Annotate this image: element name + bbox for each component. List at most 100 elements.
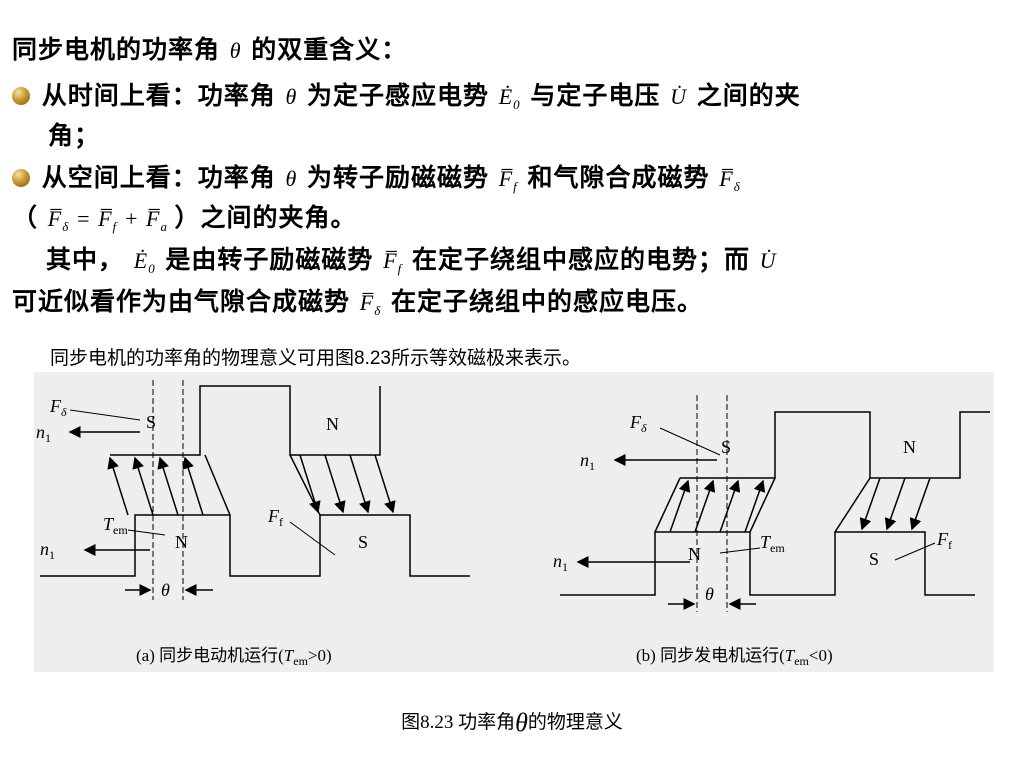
ff-symbol: F̅f (499, 166, 518, 194)
label-n1: n1 (553, 551, 568, 574)
bullet-line-space: 从空间上看：功率角 θ 为转子励磁磁势 F̅f 和气隙合成磁势 F̅δ (12, 158, 741, 195)
flux-arrow (107, 456, 129, 516)
theta-symbol: θ (515, 708, 528, 737)
text-segment: 同步电机的功率角 (12, 35, 221, 64)
label-N: N (688, 544, 701, 564)
stator-outline-a (110, 385, 381, 456)
theta-symbol: θ (285, 84, 298, 109)
explain-line-2: 可近似看作为由气隙合成磁势 F̅δ 在定子绕组中的感应电压。 (12, 282, 703, 319)
flux-arrow (349, 454, 371, 514)
text-segment: 的双重含义： (251, 35, 408, 64)
label-Tem: Tem (760, 532, 785, 555)
voltage-symbol: U̇ (670, 84, 688, 109)
panel-b-labels: S N N S n1 n1 Fδ Tem Ff θ (b) 同步发电机运行(Te… (553, 412, 952, 668)
text-segment: 可近似看作为由气隙合成磁势 (12, 287, 351, 316)
formula: F̅δ = F̅f + F̅a (47, 206, 168, 234)
label-theta: θ (161, 580, 170, 600)
e-dot: Ė (498, 84, 514, 109)
figure-title-suffix: 的物理意义 (527, 712, 623, 733)
rotor-outline-b (560, 531, 975, 596)
emf-symbol: Ė0 (498, 84, 521, 112)
text-segment: 在定子绕组中的感应电压。 (390, 287, 703, 316)
fdelta-symbol: F̅δ (359, 290, 382, 318)
text-segment: 是由转子励磁磁势 (165, 245, 374, 274)
caption-a: (a) 同步电动机运行(Tem>0) (136, 646, 332, 668)
flux-arrow (909, 477, 931, 531)
flux-arrow (374, 454, 396, 514)
flux-arrow (884, 477, 906, 531)
text-segment: 从时间上看：功率角 (41, 81, 276, 110)
figure-title: 图8.23 功率角θ的物理意义 (0, 707, 1024, 738)
label-S: S (358, 532, 368, 552)
slanted-edge (749, 477, 776, 533)
power-angle-figure: S N N S n1 n1 Fδ Tem Ff θ (a) 同步电动机运行(Te… (34, 372, 994, 672)
f-letter: F̅ (719, 166, 734, 191)
f-sub: f (513, 179, 518, 194)
slanted-edge (654, 477, 681, 533)
fdelta-symbol: F̅δ (719, 166, 741, 194)
panel-a-labels: S N N S n1 n1 Fδ Tem Ff θ (a) 同步电动机运行(Te… (36, 396, 368, 668)
text-segment: 角； (48, 121, 101, 150)
bullet-icon (12, 169, 30, 187)
label-N: N (175, 532, 188, 552)
label-Ff: Ff (267, 506, 283, 529)
text-segment: 之间的夹 (696, 81, 801, 110)
leader-line (69, 409, 141, 421)
label-S: S (869, 549, 879, 569)
leader-line (894, 542, 936, 561)
flux-arrow (744, 479, 766, 533)
text-segment: ）之间的夹角。 (174, 203, 357, 232)
label-Tem: Tem (103, 514, 128, 537)
label-n1: n1 (580, 450, 595, 473)
continuation-line: 角； (48, 116, 100, 152)
text-segment: （ (12, 203, 39, 232)
flux-arrow (182, 456, 204, 516)
text-segment: 在定子绕组中感应的电势；而 (411, 245, 750, 274)
label-n1: n1 (36, 422, 51, 445)
e-sub: 0 (513, 97, 521, 112)
text-segment: 为定子感应电势 (306, 81, 489, 110)
panel-a (40, 380, 470, 600)
leader-line (127, 529, 166, 536)
label-Fdelta: Fδ (49, 396, 67, 419)
flux-arrow (859, 477, 881, 531)
delta-sub: δ (733, 179, 741, 194)
text-segment: 从空间上看：功率角 (41, 163, 276, 192)
figure-title-prefix: 图8.23 功率角 (401, 712, 516, 733)
slanted-edge (834, 477, 871, 533)
voltage-symbol: U̇ (759, 248, 777, 273)
flux-arrow (669, 479, 691, 533)
rotor-outline-a (40, 514, 470, 577)
flux-arrow (694, 479, 716, 533)
panel-b (560, 395, 990, 612)
text-segment: 与定子电压 (530, 81, 661, 110)
label-S: S (721, 437, 731, 457)
stator-outline-b (680, 411, 990, 479)
leader-line (289, 521, 336, 556)
label-N: N (903, 437, 916, 457)
emf-symbol: Ė0 (133, 248, 156, 276)
bullet-icon (12, 87, 30, 105)
ff-symbol: F̅f (383, 248, 403, 276)
label-theta: θ (705, 584, 714, 604)
leader-line (719, 547, 761, 554)
figure-intro-caption: 同步电机的功率角的物理意义可用图8.23所示等效磁极来表示。 (50, 348, 581, 369)
label-N: N (326, 414, 339, 434)
caption-b: (b) 同步发电机运行(Tem<0) (636, 646, 833, 668)
theta-symbol: θ (229, 38, 242, 63)
label-Fdelta: Fδ (629, 412, 647, 435)
theta-symbol: θ (285, 166, 298, 191)
label-n1: n1 (40, 539, 55, 562)
slanted-edge (204, 454, 231, 516)
heading-line: 同步电机的功率角 θ 的双重含义： (12, 30, 407, 66)
flux-arrow (132, 456, 154, 516)
formula-line: （ F̅δ = F̅f + F̅a ）之间的夹角。 (12, 198, 357, 235)
text-segment: 其中， (46, 245, 125, 274)
text-segment: 和气隙合成磁势 (527, 163, 710, 192)
figure-background (34, 372, 994, 672)
flux-arrow (719, 479, 741, 533)
flux-arrow (157, 456, 179, 516)
leader-line (659, 427, 721, 456)
label-S: S (146, 412, 156, 432)
text-segment: 为转子励磁磁势 (306, 163, 489, 192)
